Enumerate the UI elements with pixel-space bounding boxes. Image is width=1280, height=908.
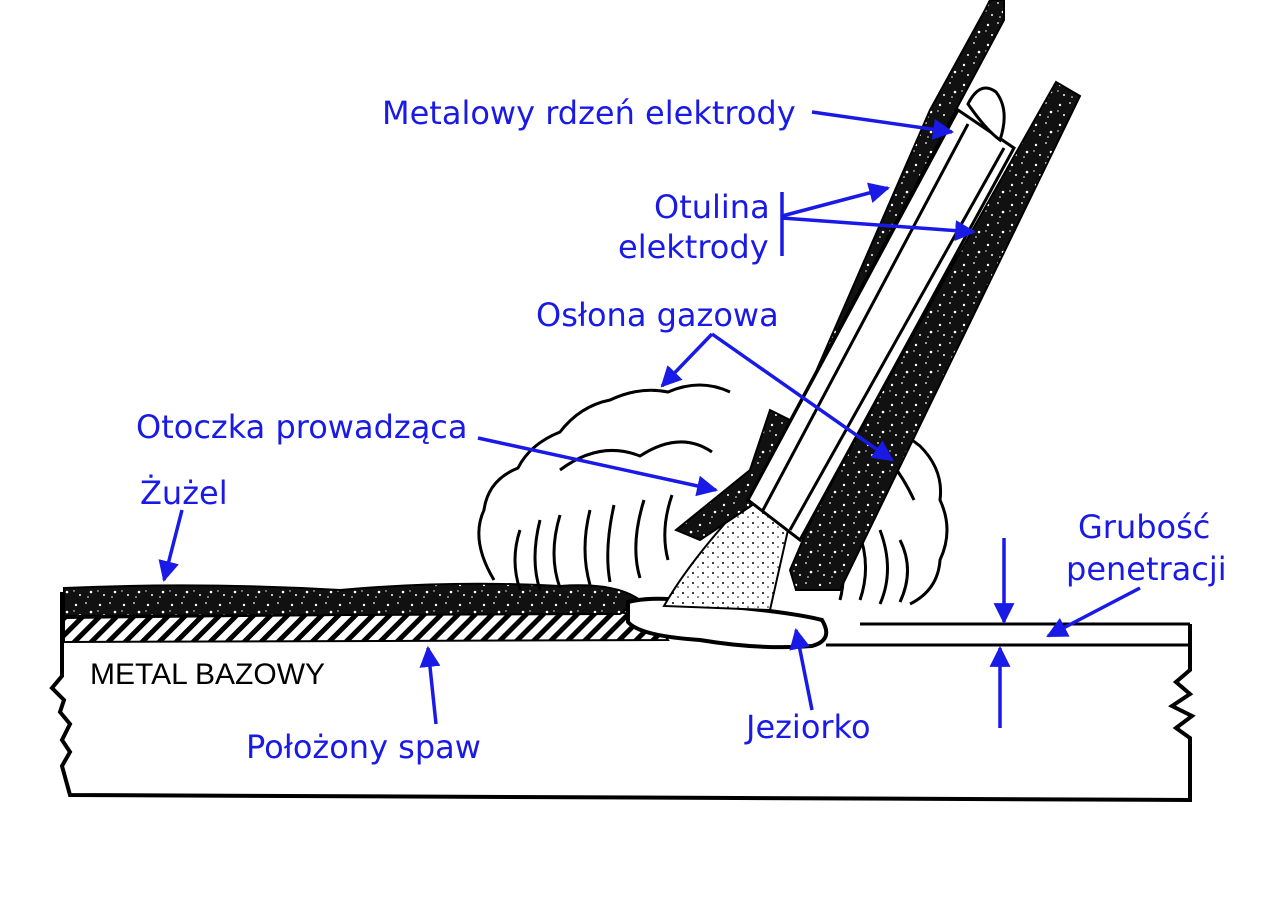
label-weld-pool: Jeziorko: [744, 708, 871, 746]
label-flux-coating-line1: Otulina: [654, 188, 770, 226]
annotation-arrows: [158, 110, 1141, 728]
label-slag: Żużel: [140, 474, 228, 512]
slag-layer: [63, 582, 642, 618]
gas-shield-cloud: [477, 383, 949, 606]
label-electrode-core: Metalowy rdzeń elektrody: [382, 94, 796, 132]
electrode: [674, 0, 1082, 591]
label-flux-coating-line2: elektrody: [618, 228, 769, 266]
label-gas-shield: Osłona gazowa: [536, 296, 779, 334]
label-penetration-line2: penetracji: [1066, 550, 1227, 588]
base-metal-plate: [49, 592, 1196, 803]
label-arc-stream: Otoczka prowadząca: [136, 408, 468, 446]
label-penetration-line1: Grubość: [1078, 508, 1210, 546]
label-base-metal: METAL BAZOWY: [90, 658, 325, 691]
label-deposited-weld: Położony spaw: [246, 728, 481, 766]
